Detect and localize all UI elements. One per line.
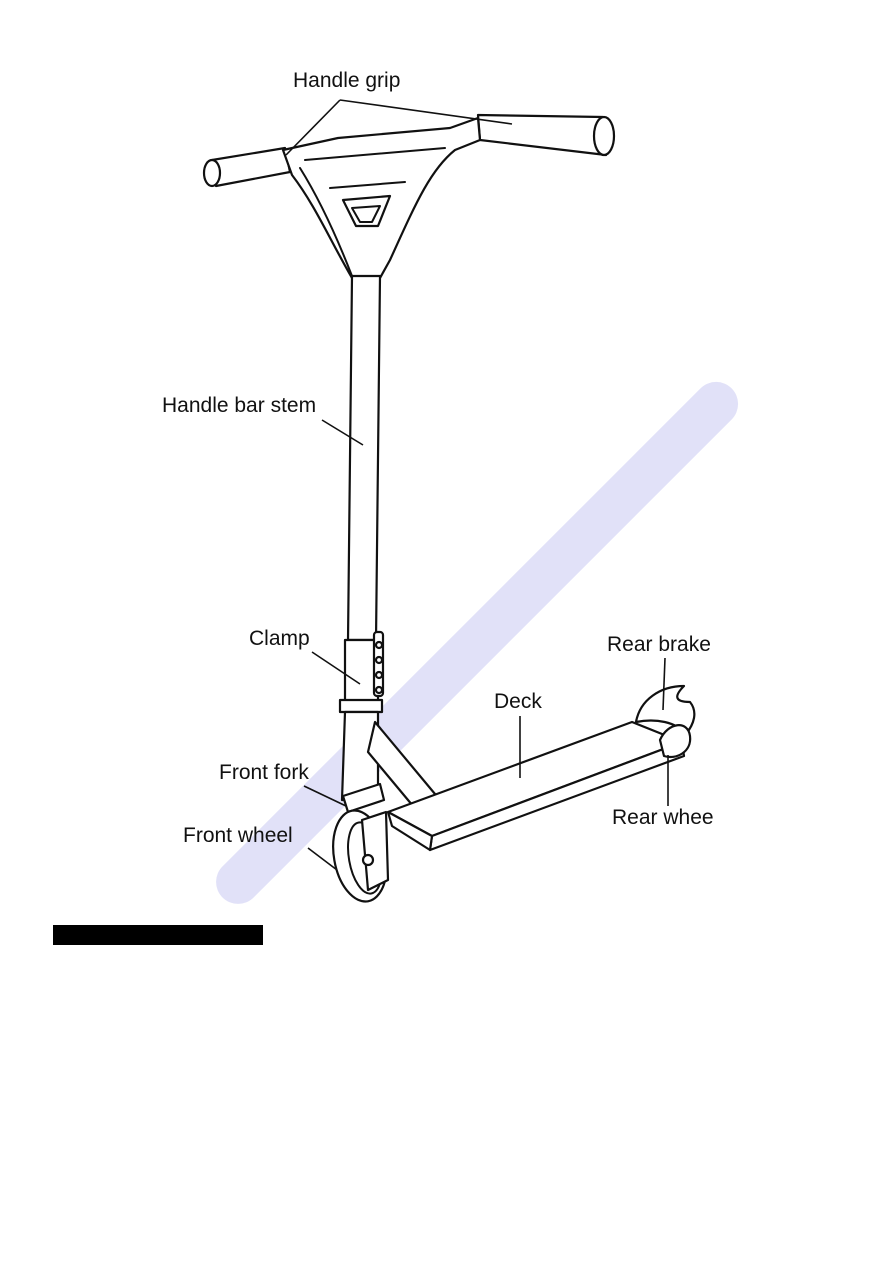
label-deck: Deck	[494, 690, 542, 713]
label-clamp: Clamp	[249, 627, 310, 650]
leader-front-wheel	[307, 847, 338, 871]
leader-front-fork	[303, 785, 347, 807]
leader-handle-grip	[285, 99, 341, 156]
leader-rear-brake	[662, 657, 666, 711]
leader-handle-bar-stem	[321, 419, 364, 446]
right-grip	[476, 113, 608, 157]
label-rear-wheel: Rear whee	[612, 806, 714, 829]
label-handle-bar-stem: Handle bar stem	[162, 394, 316, 417]
stem	[346, 274, 382, 642]
left-grip	[210, 146, 292, 188]
leader-clamp	[311, 651, 361, 685]
label-handle-grip: Handle grip	[293, 69, 400, 92]
right-grip-end	[592, 115, 616, 157]
scooter-illustration	[202, 113, 696, 903]
rear-wheel	[658, 724, 692, 759]
left-grip-end	[202, 158, 222, 188]
leader-lines	[285, 99, 669, 871]
label-front-wheel: Front wheel	[183, 824, 293, 847]
part-labels: Handle grip Handle bar stem Clamp Rear b…	[162, 69, 714, 847]
leader-handle-grip-right	[339, 99, 513, 125]
label-rear-brake: Rear brake	[607, 633, 711, 656]
redaction-bar	[53, 925, 263, 945]
label-front-fork: Front fork	[219, 761, 309, 784]
